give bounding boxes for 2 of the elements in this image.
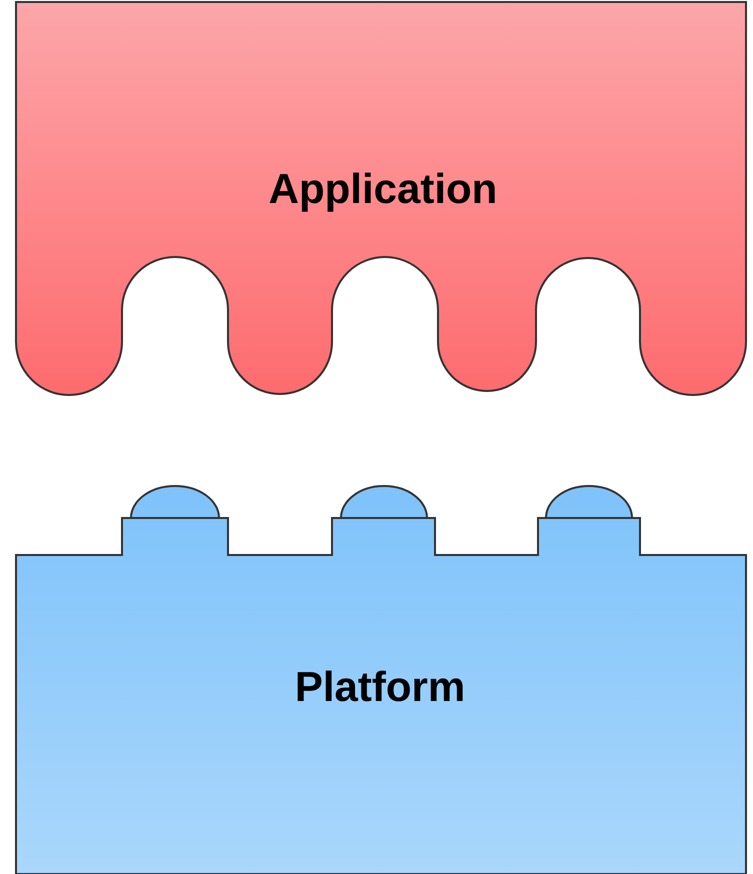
- block-label: Platform: [294, 663, 466, 711]
- block-label: Application: [268, 165, 498, 213]
